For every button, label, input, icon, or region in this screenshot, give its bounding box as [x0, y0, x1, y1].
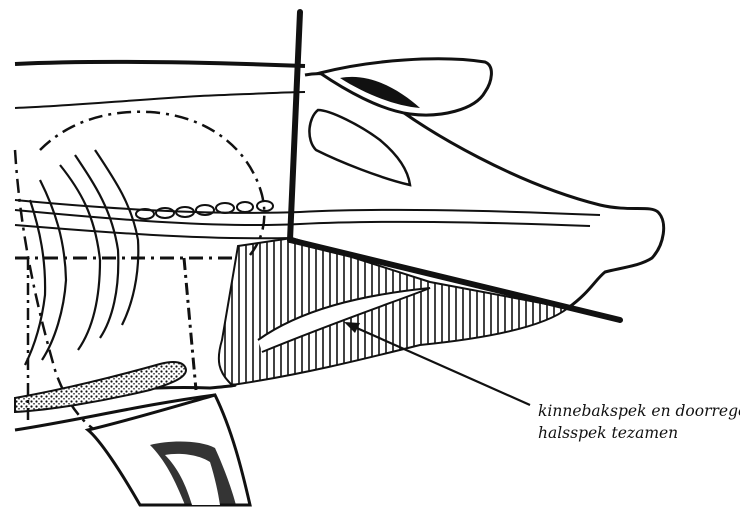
vertebrae — [136, 201, 273, 219]
body-line — [15, 92, 305, 108]
back-line — [15, 62, 305, 66]
annotation-line-2: halsspek tezamen — [538, 422, 740, 444]
eye-outline — [309, 110, 410, 185]
lateral-line-3 — [15, 225, 292, 238]
hatched-jowl-region — [219, 238, 568, 385]
annotation-line-1: kinnebakspek en doorregen — [538, 400, 740, 422]
annotation-label: kinnebakspek en doorregen halsspek tezam… — [538, 400, 740, 444]
vertical-cut-line — [290, 12, 300, 240]
ear — [320, 59, 491, 115]
